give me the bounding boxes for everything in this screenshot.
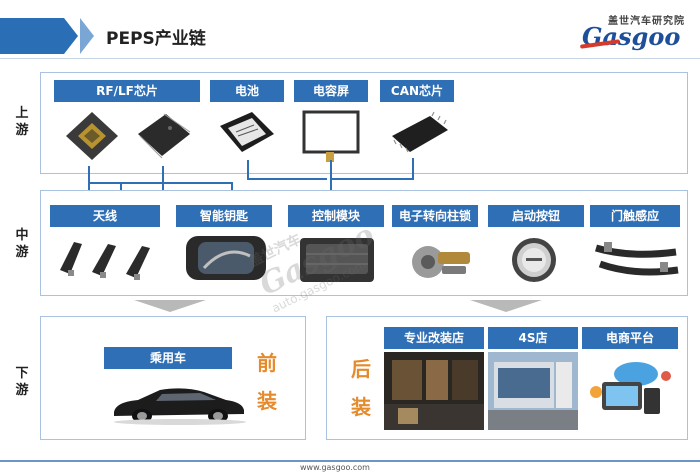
midstream-label-smart-key: 智能钥匙 <box>176 205 272 227</box>
4s-store-image <box>488 352 578 430</box>
battery-image <box>220 112 274 152</box>
connector-battery-down <box>247 160 249 180</box>
modification-shop-image <box>384 352 484 430</box>
can-chip-image <box>392 111 448 153</box>
oem-tag-char-2: 装 <box>257 389 277 413</box>
upstream-label-can-chip: CAN芯片 <box>380 80 454 102</box>
ecommerce-platform-image <box>582 352 678 430</box>
arrow-to-aftermarket <box>470 300 542 312</box>
connector-lf-chip-down <box>162 166 164 190</box>
header-arrow-decoration-light <box>80 18 94 54</box>
upstream-label-rf-lf-chip: RF/LF芯片 <box>54 80 200 102</box>
rf-chip-image <box>66 112 118 160</box>
upstream-label-capacitive-screen: 电容屏 <box>294 80 368 102</box>
control-module-image <box>300 238 374 282</box>
tier-label-midstream: 中游 <box>15 228 29 260</box>
steering-column-lock-image <box>412 246 470 278</box>
antenna-image <box>60 242 150 280</box>
connector-can-bus <box>330 178 414 180</box>
aftermarket-tag-char-2: 装 <box>351 395 371 419</box>
footer-divider <box>0 460 700 462</box>
connector-rf-chip-down <box>88 166 90 190</box>
midstream-label-control-module: 控制模块 <box>288 205 384 227</box>
midstream-label-steering-lock: 电子转向柱锁 <box>392 205 478 227</box>
logo-chinese-text: 盖世汽车研究院 <box>608 16 685 27</box>
aftermarket-tag-char-1: 后 <box>351 357 371 381</box>
midstream-label-start-button: 启动按钮 <box>488 205 584 227</box>
midstream-label-antenna: 天线 <box>50 205 160 227</box>
logo-wordmark: Gasgoo <box>582 22 681 51</box>
smart-key-image <box>186 236 266 280</box>
label-modification-shop: 专业改装店 <box>384 327 484 349</box>
header-divider <box>0 58 700 59</box>
connector-can-down <box>412 158 414 180</box>
start-button-image <box>512 238 556 282</box>
connector-battery-bus <box>247 178 327 180</box>
label-ecommerce-platform: 电商平台 <box>582 327 678 349</box>
lf-chip-image <box>138 113 191 159</box>
header-arrow-decoration <box>64 18 78 54</box>
label-passenger-car: 乘用车 <box>104 347 232 369</box>
label-4s-store: 4S店 <box>488 327 578 349</box>
footer-url: www.gasgoo.com <box>300 463 370 472</box>
page-title: PEPS产业链 <box>106 29 206 49</box>
gasgoo-logo: 盖世汽车研究院 Gasgoo <box>578 12 690 52</box>
header-accent-bar <box>0 18 64 54</box>
tier-label-downstream: 下游 <box>15 366 29 398</box>
touchscreen-image <box>302 110 360 162</box>
arrow-to-oem <box>134 300 206 312</box>
connector-chip-bus <box>88 182 233 184</box>
upstream-label-battery: 电池 <box>210 80 284 102</box>
connector-screen-down <box>330 160 332 206</box>
door-sensor-image <box>595 242 679 276</box>
midstream-label-door-sensor: 门触感应 <box>590 205 680 227</box>
tier-label-upstream: 上游 <box>15 106 29 138</box>
passenger-car-image <box>114 388 246 425</box>
oem-tag-char-1: 前 <box>257 351 277 375</box>
